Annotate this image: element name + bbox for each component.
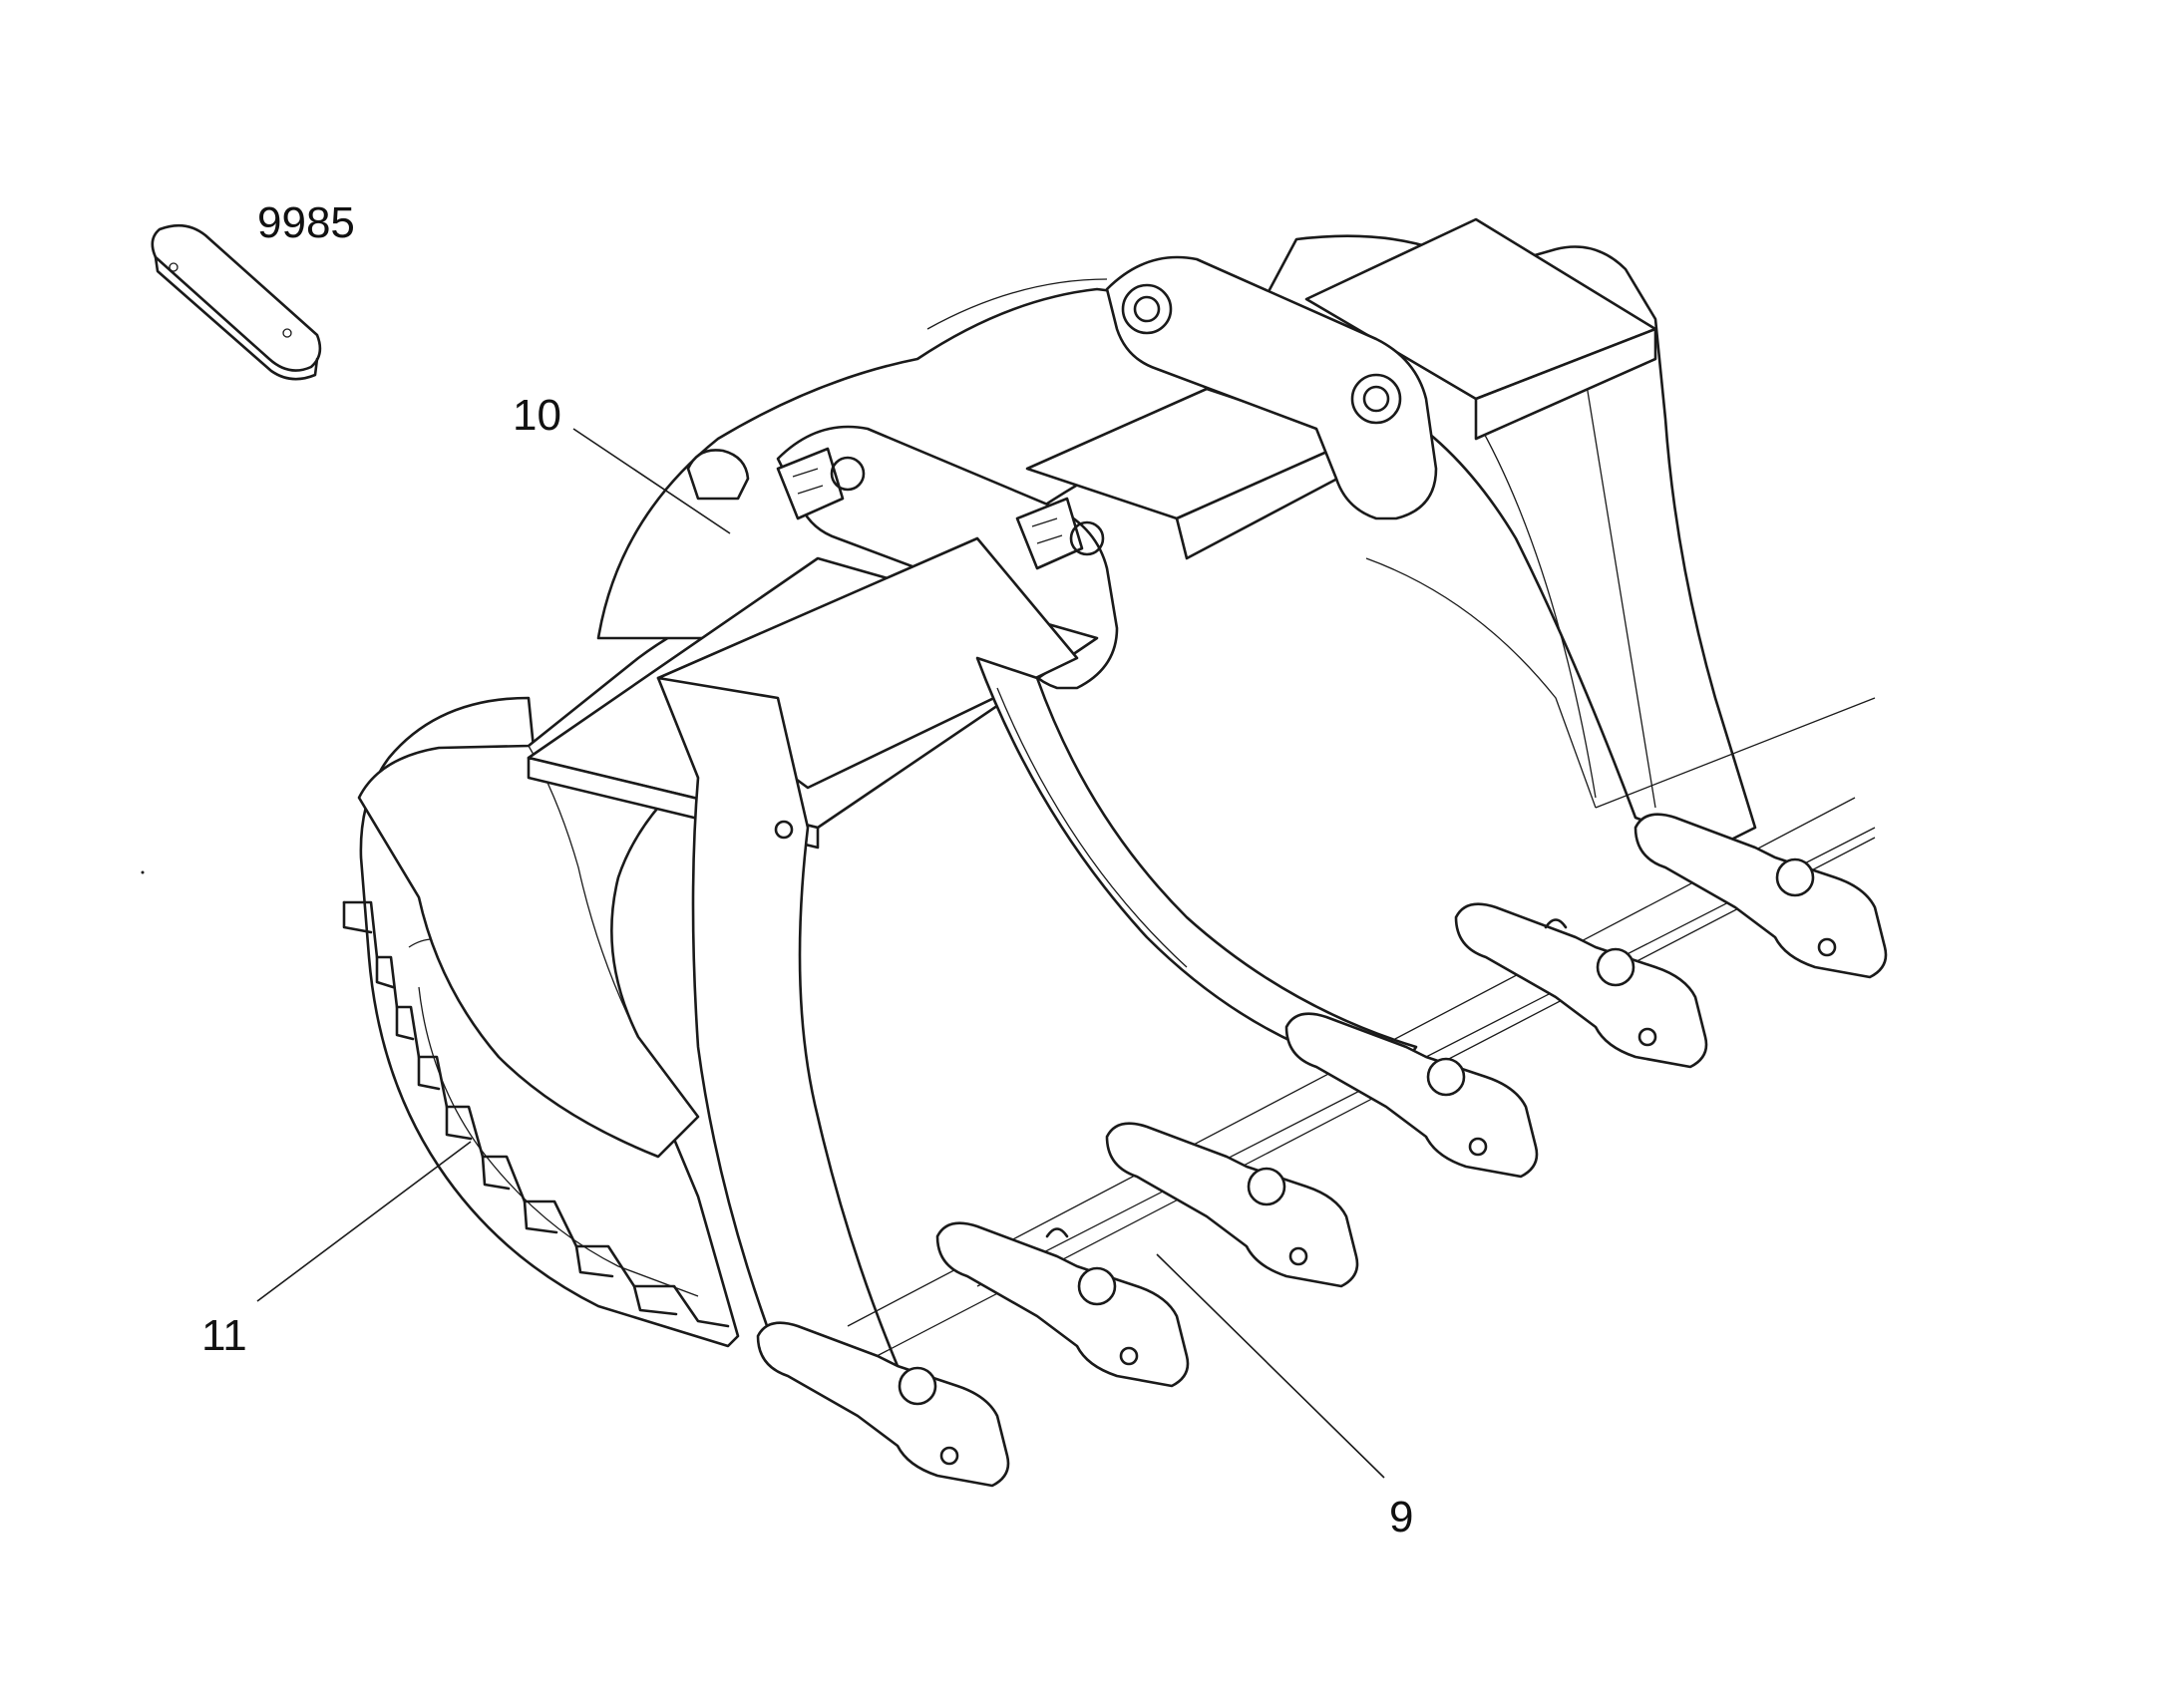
callout-9: 9 — [1389, 1493, 1414, 1541]
callout-11: 11 — [201, 1311, 247, 1360]
bucket-tooth-icon[interactable] — [935, 1221, 1190, 1388]
callout-10: 10 — [513, 391, 561, 440]
bucket-tooth-icon[interactable] — [1284, 1012, 1539, 1179]
shim-plate-icon[interactable] — [151, 223, 322, 381]
bucket-tooth-icon[interactable] — [1634, 813, 1888, 979]
mounting-bracket[interactable] — [527, 217, 1657, 850]
center-rib — [975, 656, 1418, 1079]
callout-9985: 9985 — [257, 198, 355, 247]
bucket-tooth-icon[interactable] — [1454, 902, 1708, 1069]
bucket-tooth-icon[interactable] — [756, 1321, 1010, 1488]
bucket-tooth-icon[interactable] — [1105, 1122, 1359, 1288]
leader-line-10 — [572, 428, 731, 534]
leader-line-11 — [256, 1141, 472, 1302]
leader-line-9 — [1156, 1253, 1385, 1479]
